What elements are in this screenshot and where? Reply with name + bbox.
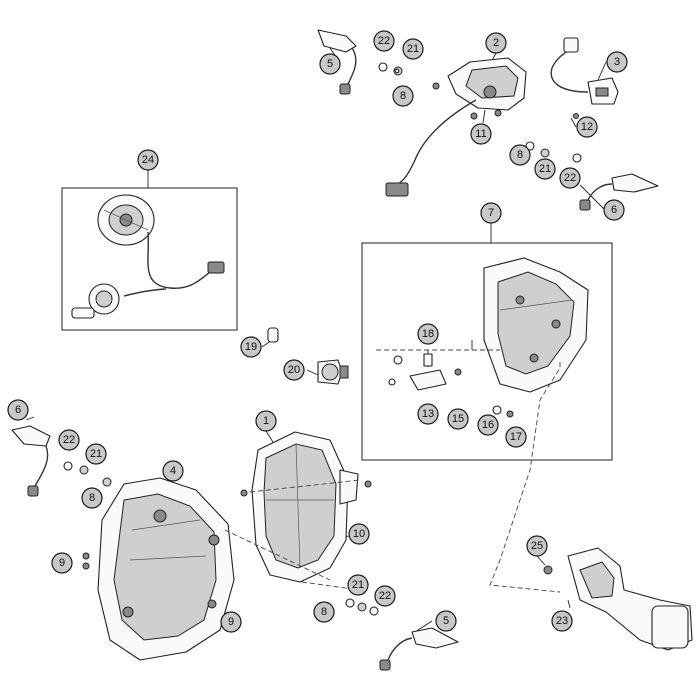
headlight-mask — [97, 477, 235, 661]
callout-19: 19 — [240, 336, 262, 358]
svg-text:22: 22 — [564, 172, 576, 184]
bulb-socket-harness — [71, 194, 225, 319]
turn-signal-top-left — [317, 29, 357, 95]
callout-7: 7 — [480, 202, 502, 224]
svg-text:21: 21 — [352, 579, 364, 591]
svg-text:8: 8 — [89, 492, 95, 504]
svg-text:12: 12 — [581, 121, 593, 133]
headlight-housing — [240, 431, 372, 583]
callout-6-right: 6 — [603, 199, 625, 221]
svg-text:8: 8 — [321, 606, 327, 618]
callout-8-top: 8 — [392, 85, 414, 107]
turn-signal-bottom — [379, 627, 459, 671]
svg-text:9: 9 — [59, 557, 65, 569]
svg-text:11: 11 — [475, 128, 486, 140]
callout-23: 23 — [551, 610, 573, 632]
callout-6-left: 6 — [7, 399, 29, 421]
svg-text:20: 20 — [288, 364, 300, 376]
svg-text:9: 9 — [228, 616, 234, 628]
svg-text:22: 22 — [378, 35, 390, 47]
callout-11: 11 — [470, 123, 492, 145]
svg-text:6: 6 — [611, 204, 617, 216]
svg-text:3: 3 — [614, 56, 620, 68]
handlebar-switch — [543, 547, 693, 651]
callout-16: 16 — [477, 414, 499, 436]
svg-text:21: 21 — [90, 448, 102, 460]
callout-21-top: 21 — [402, 38, 424, 60]
dashboard-unit — [385, 57, 527, 197]
svg-text:8: 8 — [517, 149, 523, 161]
callout-21-right: 21 — [534, 158, 556, 180]
callout-4: 4 — [162, 460, 184, 482]
relay-connector — [550, 37, 619, 119]
detail-frame-7 — [361, 242, 613, 461]
callout-3: 3 — [606, 51, 628, 73]
headlight-bracket — [376, 257, 589, 418]
svg-text:2: 2 — [493, 37, 499, 49]
callout-20: 20 — [283, 359, 305, 381]
callout-13: 13 — [417, 403, 439, 425]
svg-text:21: 21 — [539, 163, 551, 175]
callout-10: 10 — [348, 523, 370, 545]
svg-text:5: 5 — [443, 615, 449, 627]
svg-text:15: 15 — [452, 413, 464, 425]
detail-frame-24 — [61, 187, 238, 331]
callout-17: 17 — [505, 426, 527, 448]
callout-18: 18 — [417, 323, 439, 345]
callout-22-top: 22 — [373, 30, 395, 52]
svg-text:16: 16 — [482, 419, 494, 431]
svg-text:17: 17 — [510, 431, 522, 443]
callout-8-right: 8 — [509, 144, 531, 166]
svg-text:18: 18 — [422, 328, 434, 340]
small-bulb — [267, 327, 279, 343]
callout-21-bottom: 21 — [347, 574, 369, 596]
callout-15: 15 — [447, 408, 469, 430]
callout-5-top: 5 — [319, 53, 341, 75]
svg-text:6: 6 — [15, 404, 21, 416]
callout-22-left: 22 — [58, 429, 80, 451]
callout-8-left: 8 — [81, 487, 103, 509]
svg-text:22: 22 — [63, 434, 75, 446]
svg-text:23: 23 — [556, 615, 568, 627]
svg-text:19: 19 — [245, 341, 257, 353]
turn-signal-left — [11, 425, 51, 497]
callout-21-left: 21 — [85, 443, 107, 465]
callout-25: 25 — [526, 535, 548, 557]
callout-5-bottom: 5 — [435, 610, 457, 632]
callout-1: 1 — [255, 410, 277, 432]
svg-text:21: 21 — [407, 43, 419, 55]
callout-2: 2 — [485, 32, 507, 54]
callout-8-bottom: 8 — [313, 601, 335, 623]
svg-text:7: 7 — [488, 207, 494, 219]
headlight-bulb — [317, 359, 349, 385]
svg-text:4: 4 — [170, 465, 176, 477]
turn-signal-right — [579, 173, 659, 211]
callout-12: 12 — [576, 116, 598, 138]
svg-text:5: 5 — [327, 58, 333, 70]
svg-text:1: 1 — [263, 415, 269, 427]
svg-text:10: 10 — [353, 528, 365, 540]
svg-text:13: 13 — [422, 408, 434, 420]
svg-text:24: 24 — [142, 154, 154, 166]
callout-22-right: 22 — [559, 167, 581, 189]
callout-22-bottom: 22 — [374, 585, 396, 607]
svg-text:8: 8 — [400, 90, 406, 102]
callout-9-bottom: 9 — [220, 611, 242, 633]
svg-text:25: 25 — [531, 540, 543, 552]
svg-text:22: 22 — [379, 590, 391, 602]
callouts: 1 2 3 4 5 5 6 6 7 8 8 8 8 9 9 10 11 12 1… — [7, 30, 628, 633]
callout-24: 24 — [137, 149, 159, 171]
callout-9-left: 9 — [51, 552, 73, 574]
